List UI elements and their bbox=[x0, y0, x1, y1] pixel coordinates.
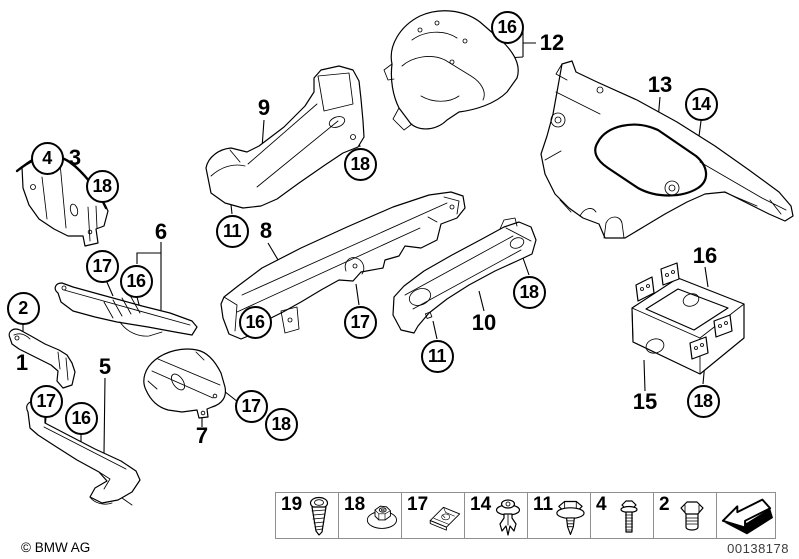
part-label-15[interactable]: 15 bbox=[632, 389, 658, 414]
callout-circle-17[interactable]: 17 bbox=[343, 305, 377, 339]
hex-bolt-washer-icon bbox=[556, 500, 585, 535]
copyright-text: © BMW AG bbox=[21, 540, 91, 555]
callout-circle-17[interactable]: 17 bbox=[234, 389, 268, 423]
callout-circle-2[interactable]: 2 bbox=[6, 291, 40, 325]
part-label-5[interactable]: 5 bbox=[98, 354, 112, 379]
legend-cell-2[interactable]: 2 bbox=[654, 493, 717, 538]
part-5-drawing bbox=[26, 401, 141, 506]
tapping-screw-icon bbox=[309, 496, 329, 536]
legend-cell-arrow[interactable] bbox=[717, 493, 775, 538]
part-label-10[interactable]: 10 bbox=[471, 310, 497, 335]
legend-number: 2 bbox=[659, 494, 670, 515]
part-15-drawing bbox=[631, 262, 745, 375]
callout-circle-16[interactable]: 16 bbox=[64, 401, 98, 435]
legend-cell-14[interactable]: 14 bbox=[465, 493, 528, 538]
part-9-drawing bbox=[205, 65, 365, 209]
part-label-9[interactable]: 9 bbox=[257, 95, 271, 120]
legend-cell-19[interactable]: 19 bbox=[276, 493, 339, 538]
callout-circle-16[interactable]: 16 bbox=[119, 264, 153, 298]
part-label-7[interactable]: 7 bbox=[195, 423, 209, 448]
callout-circle-4[interactable]: 4 bbox=[30, 141, 64, 175]
callout-circle-18[interactable]: 18 bbox=[512, 275, 546, 309]
hex-screw-icon bbox=[620, 499, 638, 533]
part-10-drawing bbox=[392, 217, 537, 334]
hex-bolt-icon bbox=[680, 501, 704, 531]
direction-arrow-icon bbox=[721, 498, 773, 534]
callout-circle-11[interactable]: 11 bbox=[215, 214, 249, 248]
legend-number: 14 bbox=[470, 494, 492, 515]
part-6-drawing bbox=[54, 282, 198, 337]
part-12-drawing bbox=[383, 10, 519, 131]
part-label-8[interactable]: 8 bbox=[259, 218, 273, 243]
part-label-13[interactable]: 13 bbox=[647, 72, 673, 97]
legend-number: 17 bbox=[407, 494, 429, 515]
callout-circle-18[interactable]: 18 bbox=[85, 169, 119, 203]
part-1-drawing bbox=[8, 328, 76, 389]
callout-circle-11[interactable]: 11 bbox=[420, 339, 454, 373]
clip-nut-icon bbox=[429, 506, 461, 531]
document-number: 00138178 bbox=[727, 541, 789, 556]
part-label-12[interactable]: 12 bbox=[539, 30, 565, 55]
part-13-drawing bbox=[540, 60, 794, 239]
callout-circle-18[interactable]: 18 bbox=[343, 147, 377, 181]
callout-circle-16[interactable]: 16 bbox=[238, 305, 272, 339]
legend-cell-4[interactable]: 4 bbox=[591, 493, 654, 538]
callout-circle-17[interactable]: 17 bbox=[29, 384, 63, 418]
part-label-3[interactable]: 3 bbox=[68, 145, 82, 170]
expansion-rivet-icon bbox=[495, 498, 521, 536]
callout-circle-17[interactable]: 17 bbox=[85, 249, 119, 283]
part-8-drawing bbox=[220, 191, 466, 340]
callout-circle-14[interactable]: 14 bbox=[684, 87, 718, 121]
legend-number: 11 bbox=[533, 494, 554, 515]
part-label-16[interactable]: 16 bbox=[692, 243, 718, 268]
legend-number: 18 bbox=[344, 494, 366, 515]
part-label-6[interactable]: 6 bbox=[154, 219, 168, 244]
callout-circle-16[interactable]: 16 bbox=[490, 10, 524, 44]
legend-strip: 19 18 17 bbox=[275, 492, 776, 539]
callout-circle-18[interactable]: 18 bbox=[264, 407, 298, 441]
plastic-nut-washer-icon bbox=[366, 505, 398, 529]
part-label-1[interactable]: 1 bbox=[15, 350, 29, 375]
legend-cell-17[interactable]: 17 bbox=[402, 493, 465, 538]
legend-cell-11[interactable]: 11 bbox=[528, 493, 591, 538]
legend-number: 4 bbox=[596, 494, 607, 515]
legend-number: 19 bbox=[281, 494, 303, 515]
legend-cell-18[interactable]: 18 bbox=[339, 493, 402, 538]
callout-circle-18[interactable]: 18 bbox=[686, 384, 720, 418]
part-7-drawing bbox=[143, 348, 227, 419]
